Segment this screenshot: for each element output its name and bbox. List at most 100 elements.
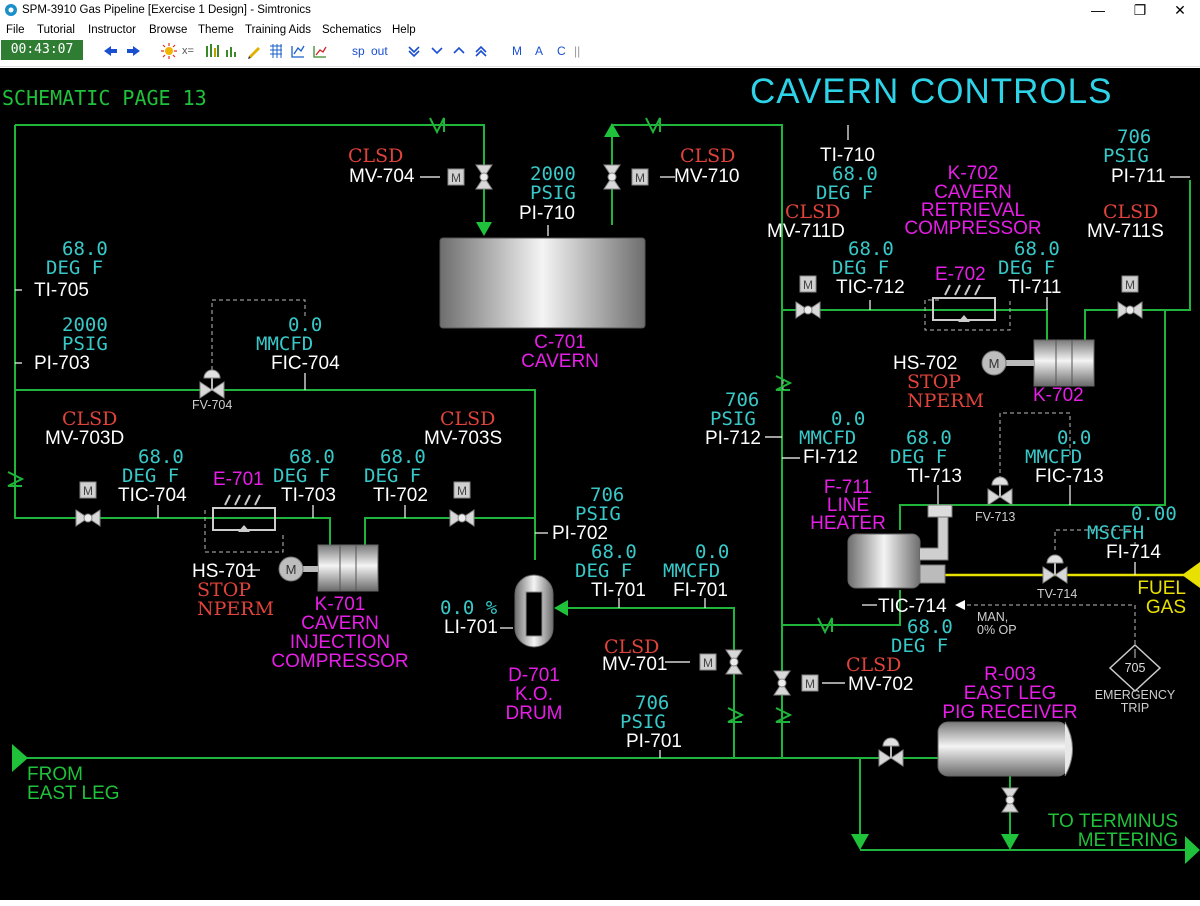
- mode-auto-button[interactable]: A: [535, 44, 544, 58]
- menu-browse[interactable]: Browse: [149, 24, 188, 36]
- ti701-value: 68.0: [591, 541, 637, 563]
- ti710-value: 68.0: [832, 163, 878, 185]
- menu-file[interactable]: File: [6, 24, 25, 36]
- r003-tag[interactable]: R-003: [984, 664, 1036, 685]
- pi702-tag[interactable]: PI-702: [552, 523, 608, 544]
- ti710-tag[interactable]: TI-710: [820, 145, 875, 166]
- chart-icon[interactable]: [312, 42, 328, 60]
- close-button[interactable]: ✕: [1174, 2, 1186, 18]
- title-bar: SPM-3910 Gas Pipeline [Exercise 1 Design…: [0, 0, 1200, 22]
- e702-tag[interactable]: E-702: [935, 264, 986, 285]
- fic713-unit: MMCFD: [1025, 446, 1083, 468]
- mv703d-tag[interactable]: MV-703D: [45, 428, 125, 449]
- nav-arrows-icon[interactable]: [102, 42, 142, 60]
- k702-line1: CAVERN: [934, 182, 1012, 203]
- mv711s-tag[interactable]: MV-711S: [1087, 221, 1164, 242]
- mv710-tag[interactable]: MV-710: [674, 166, 740, 187]
- c701-tag[interactable]: C-701: [534, 332, 586, 353]
- r003-line2: PIG RECEIVER: [942, 702, 1078, 723]
- ti711-tag[interactable]: TI-711: [1008, 277, 1062, 298]
- svg-text:M: M: [989, 356, 1000, 371]
- minimize-button[interactable]: —: [1091, 2, 1105, 18]
- trend-icon[interactable]: [290, 42, 306, 60]
- k702-line3: COMPRESSOR: [904, 218, 1042, 239]
- sim-clock: 00:43:07: [1, 40, 83, 60]
- ti705-unit: DEG F: [46, 257, 104, 279]
- ti701-tag[interactable]: TI-701: [591, 580, 646, 601]
- pi712-unit: PSIG: [710, 408, 756, 430]
- e701-tag[interactable]: E-701: [213, 469, 264, 490]
- pi711-tag[interactable]: PI-711: [1111, 166, 1166, 187]
- level-icon[interactable]: [224, 42, 240, 60]
- tic704-unit: DEG F: [122, 465, 180, 487]
- maximize-button[interactable]: ❐: [1133, 2, 1147, 18]
- mv703s-tag[interactable]: MV-703S: [424, 428, 503, 449]
- hs701-stop: STOP: [197, 579, 252, 601]
- mv702-tag[interactable]: MV-702: [848, 674, 914, 695]
- formula-icon[interactable]: x=: [182, 45, 194, 57]
- ti705-tag[interactable]: TI-705: [34, 280, 89, 301]
- step-arrows-icon[interactable]: [408, 42, 490, 60]
- ti711-value: 68.0: [1014, 238, 1060, 260]
- mv704-tag[interactable]: MV-704: [349, 166, 415, 187]
- mv711d-tag[interactable]: MV-711D: [767, 221, 845, 242]
- tic712-tag[interactable]: TIC-712: [836, 277, 905, 298]
- hs701-perm: NPERM: [197, 598, 275, 620]
- menu-instructor[interactable]: Instructor: [88, 24, 136, 36]
- pencil-icon[interactable]: [246, 42, 262, 60]
- fi714-tag[interactable]: FI-714: [1106, 542, 1161, 563]
- schematic-canvas: M: [0, 68, 1200, 900]
- fv713-tag[interactable]: FV-713: [975, 510, 1016, 524]
- page-title: CAVERN CONTROLS: [750, 72, 1113, 111]
- fi701-tag[interactable]: FI-701: [673, 580, 728, 601]
- pi703-value: 2000: [62, 314, 108, 336]
- mode-manual-button[interactable]: M: [512, 44, 522, 58]
- output-button[interactable]: out: [371, 44, 388, 58]
- mv701-tag[interactable]: MV-701: [602, 654, 668, 675]
- sun-icon[interactable]: [160, 42, 178, 60]
- k701-tag[interactable]: K-701: [314, 594, 366, 615]
- menu-schematics[interactable]: Schematics: [322, 24, 382, 36]
- trip-number[interactable]: 705: [1124, 661, 1146, 675]
- k702-tag[interactable]: K-702: [1033, 385, 1084, 406]
- pi712-tag[interactable]: PI-712: [705, 428, 761, 449]
- r003-line1: EAST LEG: [963, 683, 1057, 704]
- pi702-value: 706: [590, 484, 625, 506]
- ti701-unit: DEG F: [575, 560, 633, 582]
- ti703-tag[interactable]: TI-703: [281, 485, 336, 506]
- setpoint-button[interactable]: sp: [352, 44, 365, 58]
- pi701-tag[interactable]: PI-701: [626, 731, 682, 752]
- menu-help[interactable]: Help: [392, 24, 416, 36]
- d701-tag[interactable]: D-701: [508, 665, 560, 686]
- hs702-tag[interactable]: HS-702: [893, 353, 958, 374]
- fv704-tag[interactable]: FV-704: [192, 398, 233, 412]
- toolbar: 00:43:07 x= sp out M A C ||: [0, 40, 1200, 67]
- fi701-unit: MMCFD: [663, 560, 721, 582]
- tic714-tag[interactable]: TIC-714: [878, 596, 947, 617]
- menu-training-aids[interactable]: Training Aids: [245, 24, 312, 36]
- ti713-value: 68.0: [906, 427, 952, 449]
- tv714-tag[interactable]: TV-714: [1037, 587, 1078, 601]
- f711-tag[interactable]: F-711: [823, 477, 873, 498]
- window-title: SPM-3910 Gas Pipeline [Exercise 1 Design…: [22, 4, 311, 16]
- mode-cascade-button[interactable]: C: [557, 44, 566, 58]
- ti702-tag[interactable]: TI-702: [373, 485, 428, 506]
- pi701-value: 706: [635, 692, 670, 714]
- trip-line1: EMERGENCY: [1094, 688, 1176, 702]
- fic713-tag[interactable]: FIC-713: [1035, 466, 1104, 487]
- menu-tutorial[interactable]: Tutorial: [37, 24, 75, 36]
- bars-icon[interactable]: [204, 42, 220, 60]
- grid-icon[interactable]: [268, 42, 284, 60]
- tic704-tag[interactable]: TIC-704: [118, 485, 187, 506]
- pi710-tag[interactable]: PI-710: [519, 203, 575, 224]
- pi703-tag[interactable]: PI-703: [34, 353, 90, 374]
- li701-tag[interactable]: LI-701: [444, 617, 498, 638]
- app-icon: [5, 4, 17, 16]
- menu-theme[interactable]: Theme: [198, 24, 234, 36]
- ti713-tag[interactable]: TI-713: [907, 466, 962, 487]
- fi712-tag[interactable]: FI-712: [803, 447, 858, 468]
- mv702-state: CLSD: [846, 654, 902, 676]
- hs701-tag[interactable]: HS-701: [192, 561, 257, 582]
- fic704-tag[interactable]: FIC-704: [271, 353, 340, 374]
- tic714-value: 68.0: [907, 616, 953, 638]
